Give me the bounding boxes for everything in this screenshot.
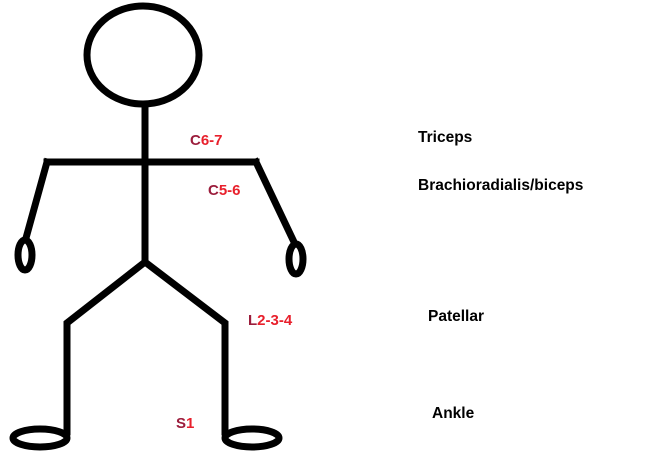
reflex-label-patellar: Patellar [428, 309, 484, 325]
figure-right-leg [145, 262, 225, 432]
reflex-label-triceps: Triceps [418, 130, 472, 146]
root-prefix: C [190, 132, 201, 149]
figure-left-foot [13, 429, 67, 447]
root-prefix: L [248, 312, 257, 329]
figure-right-hand [289, 244, 303, 274]
figure-right-arm [256, 162, 294, 242]
figure-right-foot [225, 429, 279, 447]
reflex-label-brachioradialis: Brachioradialis/biceps [418, 178, 583, 194]
root-numbers: 6-7 [201, 132, 223, 149]
reflex-label-ankle: Ankle [432, 406, 474, 422]
root-prefix: S [176, 415, 186, 432]
root-numbers: 5-6 [219, 182, 241, 199]
root-label-brachioradialis: C5-6 [208, 183, 241, 198]
root-numbers: 1 [186, 415, 194, 432]
root-label-ankle: S1 [176, 416, 194, 431]
figure-left-hand [18, 240, 32, 270]
figure-head [87, 6, 199, 104]
root-label-patellar: L2-3-4 [248, 313, 292, 328]
root-label-triceps: C6-7 [190, 133, 223, 148]
figure-left-leg [67, 262, 145, 432]
figure-left-arm [26, 162, 47, 238]
root-prefix: C [208, 182, 219, 199]
root-numbers: 2-3-4 [257, 312, 292, 329]
